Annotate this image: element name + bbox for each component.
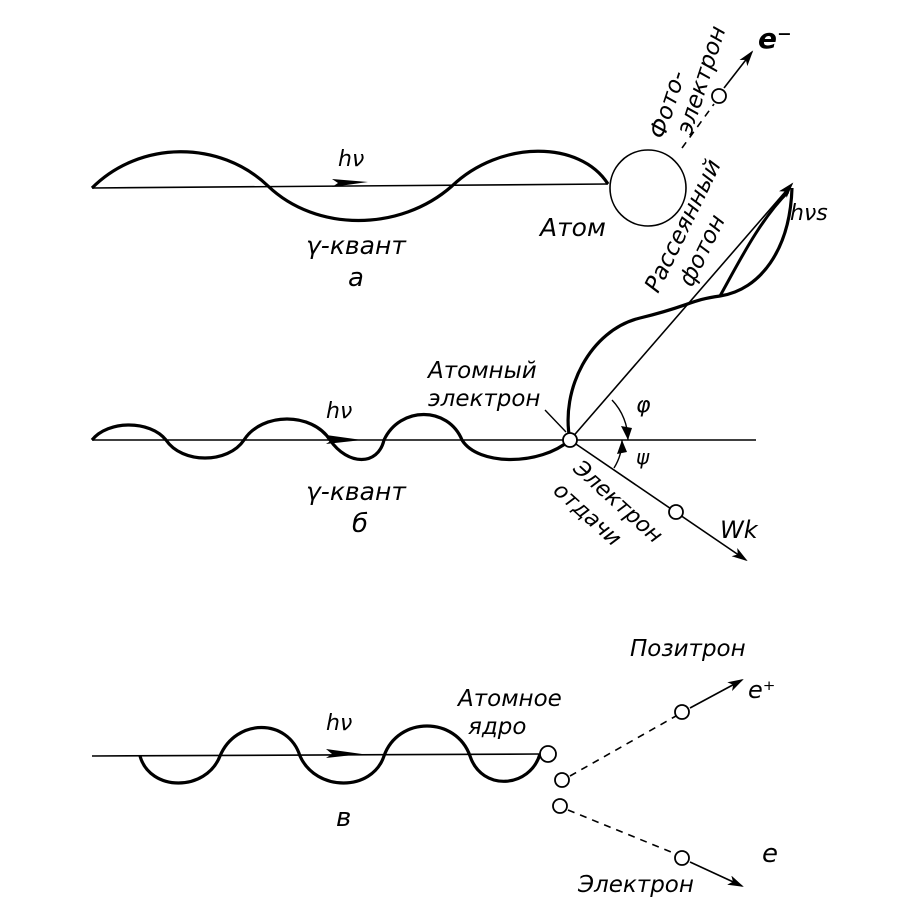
panel-a-photon-wave xyxy=(90,149,610,222)
panel-c-electron-label: Электрон xyxy=(577,872,694,898)
panel-c-photon-wave xyxy=(138,724,542,785)
panel-a-letter: а xyxy=(348,263,364,293)
panel-a-particle-label: e⁻ xyxy=(758,22,792,55)
panel-c-origin-dot-2 xyxy=(552,798,568,814)
panel-c-origin-dot-1 xyxy=(554,772,570,788)
panel-c-positron-symbol: e⁺ xyxy=(748,676,775,704)
panel-c-positron-label: Позитрон xyxy=(630,636,746,662)
panel-b-photon-wave xyxy=(90,412,572,462)
panel-a-energy-label: hν xyxy=(338,147,364,172)
panel-a-photoelectron-dot xyxy=(711,88,727,104)
panel-a-atom-circle xyxy=(609,149,687,227)
panel-c-electron-track xyxy=(567,809,677,855)
panel-b-atomic-electron-2: электрон xyxy=(428,386,540,412)
panel-c-nucleus-label-2: ядро xyxy=(468,714,526,740)
panel-b-energy-label: hν xyxy=(326,399,352,424)
panel-b-psi-arrow xyxy=(617,440,627,454)
panel-b-angle-psi: ψ xyxy=(636,445,650,469)
panel-b-recoil-line xyxy=(569,439,748,562)
panel-b-recoil-dot xyxy=(668,504,684,520)
panel-a-photon-label: γ-квант xyxy=(306,231,407,260)
panel-b-atomic-electron-1: Атомный xyxy=(426,358,537,384)
panel-c-electron-arrow xyxy=(689,861,744,887)
panel-c-energy-label: hν xyxy=(326,711,352,736)
panel-c-letter: в xyxy=(336,803,351,833)
panel-c-positron-arrow xyxy=(689,679,744,709)
panel-c-beam-line xyxy=(91,753,541,757)
panel-b-photon-label: γ-квант xyxy=(306,477,407,506)
panel-b-scattered-energy: hνs xyxy=(790,201,828,226)
panel-a-photoelectron-arrow xyxy=(723,50,754,89)
panel-b-scattered-wave-inner xyxy=(718,190,790,297)
panel-c-positron-track xyxy=(569,715,677,777)
panel-b-letter: б xyxy=(352,509,368,539)
panel-b-atomic-electron-dot xyxy=(562,432,578,448)
panel-b-scattered-wave xyxy=(566,187,794,441)
panel-a-beam-line xyxy=(91,183,609,189)
panel-b-recoil-energy: Wk xyxy=(720,516,759,544)
panel-a-atom-label: Атом xyxy=(538,213,606,242)
panel-c-electron-symbol: e xyxy=(762,839,778,869)
panel-c-electron-dot xyxy=(674,850,690,866)
panel-a-photoelectron-track xyxy=(681,103,715,149)
panel-c-nucleus-label-1: Атомное xyxy=(456,686,562,712)
panel-a-beam-arrow xyxy=(332,179,368,187)
panel-b-phi-arrow xyxy=(621,426,632,440)
panel-b-angle-phi: φ xyxy=(636,393,651,418)
panel-b-beam-arrow xyxy=(326,435,362,444)
panel-c-beam-arrow xyxy=(326,749,362,758)
panel-c-positron-dot xyxy=(674,704,690,720)
panel-b-atomic-electron-pointer xyxy=(544,409,567,433)
panel-b-compton: hν γ-квант б Атомный электрон Рассеянный… xyxy=(90,155,828,562)
panel-b-scattered-line xyxy=(569,182,794,441)
panel-c-pair-production: hν в Атомное ядро Позитрон e⁺ e Электрон xyxy=(91,636,778,898)
panel-c-nucleus-dot xyxy=(539,745,557,763)
